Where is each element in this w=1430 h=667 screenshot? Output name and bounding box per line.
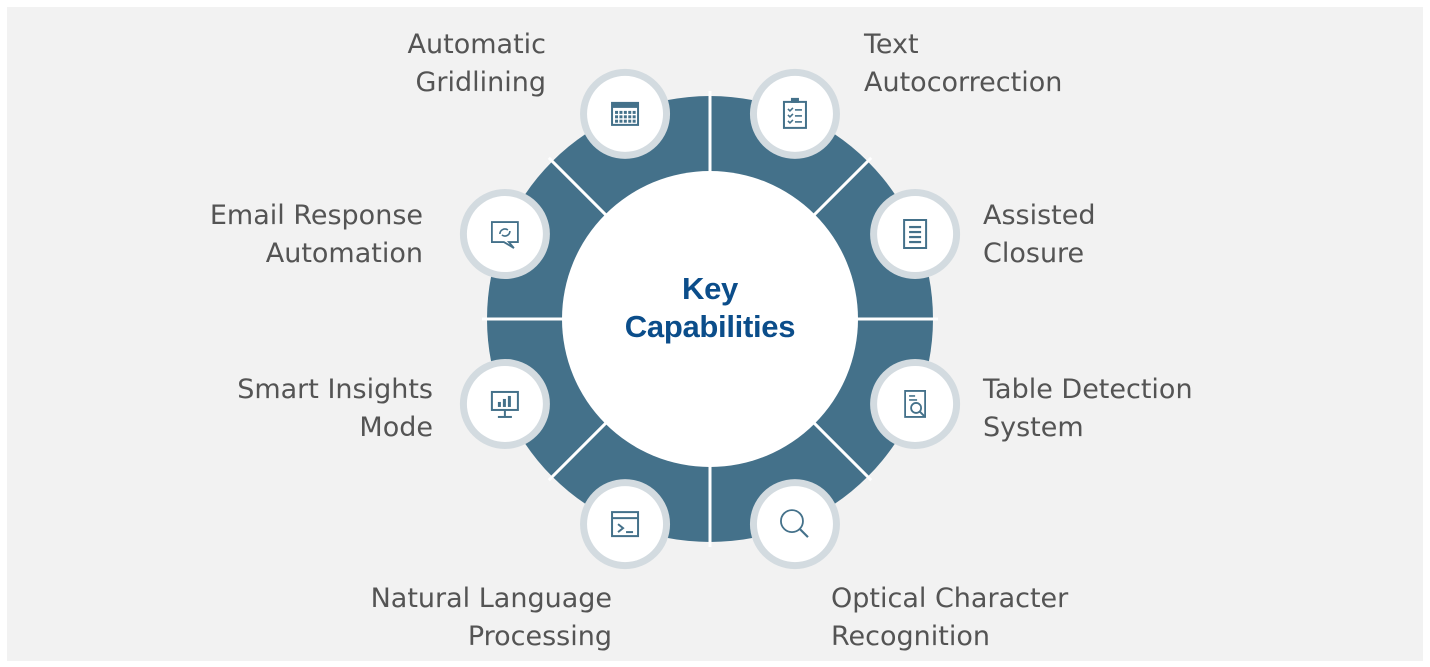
capability-node-nlp <box>580 479 671 570</box>
center-disc <box>562 171 858 467</box>
center-title: Key Capabilities <box>560 270 860 346</box>
document-lines-icon <box>903 219 928 250</box>
ring-group <box>482 91 938 547</box>
label-line2: Recognition <box>831 621 990 652</box>
label-natural-language-processing: Natural Language Processing <box>371 580 612 656</box>
segment-divider <box>810 419 873 482</box>
label-line1: Table Detection <box>983 374 1193 405</box>
label-line2: System <box>983 412 1084 443</box>
label-text-autocorrection: Text Autocorrection <box>864 26 1062 102</box>
icon-circle <box>877 196 954 273</box>
label-line1: Email Response <box>209 200 423 231</box>
label-line2: Mode <box>359 412 433 443</box>
capability-node-tabledetection <box>870 358 961 449</box>
label-line2: Processing <box>467 621 612 652</box>
label-line1: Assisted <box>983 200 1096 231</box>
icon-circle <box>877 365 954 442</box>
center-title-line2: Capabilities <box>624 309 796 344</box>
capability-node-ocr <box>749 479 840 570</box>
label-optical-character-recognition: Optical Character Recognition <box>831 580 1068 656</box>
label-line2: Closure <box>983 238 1085 269</box>
terminal-window-icon <box>611 511 640 538</box>
capability-node-closure <box>870 189 961 280</box>
label-line2: Automation <box>265 238 423 269</box>
center-title-line1: Key <box>682 271 738 306</box>
capability-node-insights <box>459 358 550 449</box>
segment-divider <box>547 419 610 482</box>
icon-circle <box>587 486 664 563</box>
chat-refresh-icon <box>490 221 519 249</box>
label-line1: Smart Insights <box>237 374 433 405</box>
label-line1: Text <box>864 29 919 60</box>
label-smart-insights-mode: Smart Insights Mode <box>237 371 433 447</box>
label-line1: Natural Language <box>370 583 612 614</box>
label-line2: Autocorrection <box>864 67 1063 98</box>
label-line1: Optical Character <box>831 583 1069 614</box>
label-line1: Automatic <box>407 29 546 60</box>
presentation-chart-icon <box>490 390 519 418</box>
grid-table-icon <box>611 101 640 126</box>
label-line2: Gridlining <box>415 67 546 98</box>
segment-divider <box>810 156 873 219</box>
label-table-detection-system: Table Detection System <box>983 371 1193 447</box>
icon-circle <box>756 486 833 563</box>
icon-circle <box>466 196 543 273</box>
icon-circle <box>756 75 833 152</box>
capability-node-email <box>459 189 550 280</box>
document-search-icon <box>904 390 927 418</box>
capability-node-gridlining <box>580 68 671 159</box>
capability-node-autocorrection <box>749 68 840 159</box>
magnifier-icon <box>780 509 809 538</box>
clipboard-checklist-icon <box>782 97 807 129</box>
label-assisted-closure: Assisted Closure <box>983 197 1096 273</box>
icon-group <box>459 68 961 570</box>
label-automatic-gridlining: Automatic Gridlining <box>408 26 546 102</box>
label-email-response-automation: Email Response Automation <box>210 197 423 273</box>
segment-divider <box>547 156 610 219</box>
